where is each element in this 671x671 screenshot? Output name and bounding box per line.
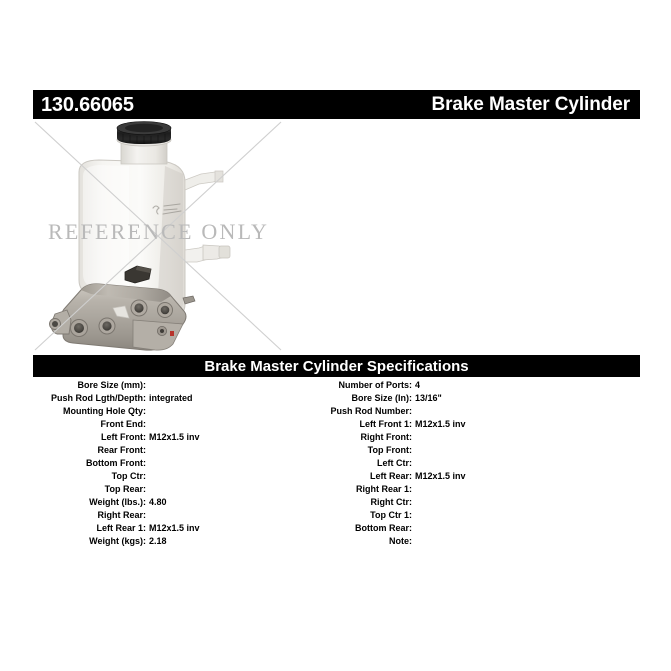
spec-label: Note: [389, 536, 412, 546]
spec-label: Left Rear 1: [96, 523, 146, 533]
spec-row: Weight (kgs):2.18 [33, 535, 323, 548]
spec-label: Mounting Hole Qty: [63, 406, 146, 416]
spec-value: M12x1.5 inv [415, 471, 466, 481]
spec-row: Left Rear:M12x1.5 inv [323, 470, 623, 483]
spec-value: integrated [149, 393, 193, 403]
spec-row: Right Front: [323, 431, 623, 444]
spec-row: Number of Ports:4 [323, 379, 623, 392]
spec-row: Push Rod Number: [323, 405, 623, 418]
spec-row: Note: [323, 535, 623, 548]
spec-row: Bottom Front: [33, 457, 323, 470]
spec-row: Top Ctr: [33, 470, 323, 483]
specifications-left-column: Bore Size (mm): Push Rod Lgth/Depth:integ… [33, 379, 323, 548]
spec-value: 2.18 [149, 536, 167, 546]
spec-label: Right Front: [360, 432, 412, 442]
spec-row: Left Front 1:M12x1.5 inv [323, 418, 623, 431]
spec-label: Bottom Rear: [354, 523, 412, 533]
spec-label: Top Ctr: [111, 471, 146, 481]
spec-label: Number of Ports: [338, 380, 412, 390]
spec-row: Mounting Hole Qty: [33, 405, 323, 418]
spec-row: Front End: [33, 418, 323, 431]
spec-label: Weight (lbs.): [89, 497, 146, 507]
specifications-header-bar: Brake Master Cylinder Specifications [33, 355, 640, 377]
spec-label: Rear Front: [97, 445, 146, 455]
spec-row: Bore Size (mm): [33, 379, 323, 392]
spec-label: Top Front: [367, 445, 412, 455]
product-header-bar: 130.66065 Brake Master Cylinder [33, 90, 640, 119]
spec-label: Bottom Front: [86, 458, 146, 468]
spec-label: Bore Size (In): [351, 393, 412, 403]
spec-row: Rear Front: [33, 444, 323, 457]
spec-row: Left Ctr: [323, 457, 623, 470]
spec-label: Bore Size (mm): [77, 380, 146, 390]
spec-value: M12x1.5 inv [415, 419, 466, 429]
page-title: Brake Master Cylinder [431, 94, 630, 115]
spec-label: Top Ctr 1: [370, 510, 412, 520]
spec-row: Weight (lbs.):4.80 [33, 496, 323, 509]
brake-master-cylinder-illustration [33, 120, 283, 352]
spec-label: Right Ctr: [370, 497, 413, 507]
spec-value: M12x1.5 inv [149, 432, 200, 442]
spec-label: Weight (kgs): [89, 536, 146, 546]
specifications-title: Brake Master Cylinder Specifications [204, 357, 469, 375]
spec-label: Right Rear 1: [355, 484, 412, 494]
spec-row: Right Rear 1: [323, 483, 623, 496]
spec-label: Left Rear: [369, 471, 412, 481]
spec-row: Right Ctr: [323, 496, 623, 509]
spec-row: Right Rear: [33, 509, 323, 522]
spec-row: Top Ctr 1: [323, 509, 623, 522]
product-image [33, 120, 283, 352]
spec-row: Top Rear: [33, 483, 323, 496]
spec-row: Top Front: [323, 444, 623, 457]
spec-row: Left Rear 1:M12x1.5 inv [33, 522, 323, 535]
spec-row: Push Rod Lgth/Depth:integrated [33, 392, 323, 405]
spec-value: 4.80 [149, 497, 167, 507]
spec-row: Bore Size (In):13/16" [323, 392, 623, 405]
spec-row: Left Front:M12x1.5 inv [33, 431, 323, 444]
spec-label: Right Rear: [97, 510, 146, 520]
spec-value: 4 [415, 380, 421, 390]
spec-label: Left Ctr: [377, 458, 412, 468]
spec-label: Left Front: [101, 432, 146, 442]
spec-row: Bottom Rear: [323, 522, 623, 535]
spec-value: M12x1.5 inv [149, 523, 200, 533]
spec-label: Front End: [100, 419, 147, 429]
spec-label: Push Rod Number: [330, 406, 412, 416]
spec-label: Push Rod Lgth/Depth: [51, 393, 146, 403]
spec-value: 13/16" [415, 393, 442, 403]
part-number: 130.66065 [41, 93, 134, 116]
spec-label: Left Front 1: [359, 419, 413, 429]
spec-label: Top Rear: [104, 484, 146, 494]
